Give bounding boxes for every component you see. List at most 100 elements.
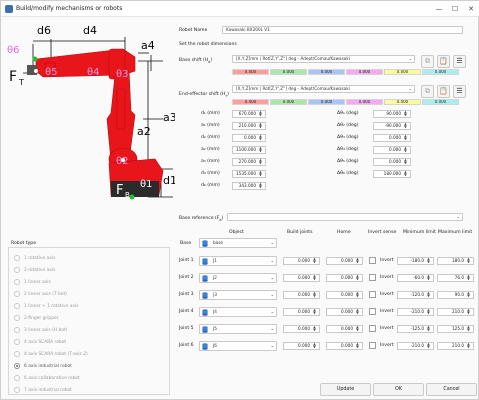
theta-input[interactable]: 0.000▲ ▼ — [373, 158, 411, 166]
build-joint-input[interactable]: 0.000▲ ▼ — [283, 342, 320, 350]
spin-arrows-icon[interactable]: ▲ ▼ — [259, 158, 262, 165]
minimize-icon[interactable]: — — [435, 5, 443, 13]
base-shift-cell[interactable]: 0.000 — [308, 69, 345, 75]
build-joint-input[interactable]: 0.000▲ ▼ — [283, 291, 320, 299]
invert-checkbox[interactable] — [369, 342, 376, 349]
effector-shift-cell[interactable]: 0.000 — [270, 99, 307, 105]
spin-arrows-icon[interactable]: ▲ ▼ — [467, 342, 470, 349]
menu-icon[interactable]: ☰ — [453, 55, 466, 68]
theta-input[interactable]: -90.000▲ ▼ — [373, 122, 411, 130]
invert-checkbox[interactable] — [369, 291, 376, 298]
theta-input[interactable]: 0.000▲ ▼ — [373, 134, 411, 142]
spin-arrows-icon[interactable]: ▲ ▼ — [427, 325, 430, 332]
robot-type-radio[interactable] — [14, 303, 20, 309]
spin-arrows-icon[interactable]: ▲ ▼ — [313, 257, 316, 264]
dimension-input[interactable]: 343.000▲ ▼ — [232, 182, 266, 190]
home-input[interactable]: 0.000▲ ▼ — [326, 325, 363, 333]
dimension-input[interactable]: 1100.000▲ ▼ — [232, 146, 266, 154]
spin-arrows-icon[interactable]: ▲ ▼ — [404, 110, 407, 117]
invert-checkbox[interactable] — [369, 274, 376, 281]
update-button[interactable]: Update — [320, 383, 371, 396]
dimension-input[interactable]: 670.000▲ ▼ — [232, 110, 266, 118]
copy-icon[interactable]: ⧉ — [421, 55, 434, 68]
paste-icon[interactable]: 📋 — [437, 85, 450, 98]
robot-type-radio[interactable] — [14, 279, 20, 285]
spin-arrows-icon[interactable]: ▲ ▼ — [467, 257, 470, 264]
invert-checkbox[interactable] — [369, 257, 376, 264]
theta-input[interactable]: 180.000▲ ▼ — [373, 170, 411, 178]
minimum-limit-input[interactable]: -180.0▲ ▼ — [397, 257, 434, 265]
joint-object-select[interactable]: J3⌄ — [199, 290, 277, 300]
maximize-icon[interactable]: ☐ — [451, 5, 459, 13]
effector-shift-mode-select[interactable]: [X,Y,Z]mm | Rot[Z,Y',Z''] deg - Adept/Co… — [232, 85, 415, 93]
robot-type-radio[interactable] — [14, 339, 20, 345]
spin-arrows-icon[interactable]: ▲ ▼ — [427, 257, 430, 264]
effector-shift-cell[interactable]: 0.000 — [384, 99, 421, 105]
dimension-input[interactable]: 1535.000▲ ▼ — [232, 170, 266, 178]
robot-type-radio[interactable] — [14, 387, 20, 393]
maximum-limit-input[interactable]: 76.0▲ ▼ — [437, 274, 474, 282]
robot-type-radio[interactable] — [14, 267, 20, 273]
spin-arrows-icon[interactable]: ▲ ▼ — [259, 146, 262, 153]
theta-input[interactable]: 0.000▲ ▼ — [373, 146, 411, 154]
paste-icon[interactable]: 📋 — [437, 55, 450, 68]
home-input[interactable]: 0.000▲ ▼ — [326, 308, 363, 316]
spin-arrows-icon[interactable]: ▲ ▼ — [313, 325, 316, 332]
spin-arrows-icon[interactable]: ▲ ▼ — [356, 325, 359, 332]
menu-icon[interactable]: ☰ — [453, 85, 466, 98]
robot-type-radio[interactable] — [14, 291, 20, 297]
invert-checkbox[interactable] — [369, 325, 376, 332]
base-shift-cell[interactable]: 0.000 — [384, 69, 421, 75]
home-input[interactable]: 0.000▲ ▼ — [326, 274, 363, 282]
effector-shift-cell[interactable]: 0.000 — [346, 99, 383, 105]
dimension-input[interactable]: 210.000▲ ▼ — [232, 122, 266, 130]
ok-button[interactable]: OK — [373, 383, 424, 396]
invert-checkbox[interactable] — [369, 308, 376, 315]
joint-object-select[interactable]: J4⌄ — [199, 307, 277, 317]
spin-arrows-icon[interactable]: ▲ ▼ — [427, 274, 430, 281]
spin-arrows-icon[interactable]: ▲ ▼ — [259, 134, 262, 141]
robot-name-input[interactable]: Kawasaki BX200L V1 — [222, 26, 463, 34]
joint-object-select[interactable]: J5⌄ — [199, 324, 277, 334]
base-shift-cell[interactable]: 0.000 — [270, 69, 307, 75]
robot-type-radio[interactable] — [14, 375, 20, 381]
dimension-input[interactable]: 0.000▲ ▼ — [232, 134, 266, 142]
build-joint-input[interactable]: 0.000▲ ▼ — [283, 274, 320, 282]
spin-arrows-icon[interactable]: ▲ ▼ — [259, 110, 262, 117]
build-joint-input[interactable]: 0.000▲ ▼ — [283, 308, 320, 316]
robot-type-radio[interactable] — [14, 255, 20, 261]
home-input[interactable]: 0.000▲ ▼ — [326, 257, 363, 265]
joint-object-select[interactable]: J6⌄ — [199, 341, 277, 351]
home-input[interactable]: 0.000▲ ▼ — [326, 291, 363, 299]
spin-arrows-icon[interactable]: ▲ ▼ — [404, 122, 407, 129]
spin-arrows-icon[interactable]: ▲ ▼ — [467, 325, 470, 332]
maximum-limit-input[interactable]: 90.0▲ ▼ — [437, 291, 474, 299]
effector-shift-cell[interactable]: 0.000 — [232, 99, 269, 105]
maximum-limit-input[interactable]: 125.0▲ ▼ — [437, 325, 474, 333]
build-joint-input[interactable]: 0.000▲ ▼ — [283, 257, 320, 265]
effector-shift-cell[interactable]: 0.000 — [308, 99, 345, 105]
spin-arrows-icon[interactable]: ▲ ▼ — [427, 308, 430, 315]
robot-type-radio[interactable] — [14, 327, 20, 333]
spin-arrows-icon[interactable]: ▲ ▼ — [404, 158, 407, 165]
spin-arrows-icon[interactable]: ▲ ▼ — [356, 257, 359, 264]
spin-arrows-icon[interactable]: ▲ ▼ — [313, 308, 316, 315]
minimum-limit-input[interactable]: -210.0▲ ▼ — [397, 308, 434, 316]
minimum-limit-input[interactable]: -125.0▲ ▼ — [397, 325, 434, 333]
spin-arrows-icon[interactable]: ▲ ▼ — [427, 291, 430, 298]
spin-arrows-icon[interactable]: ▲ ▼ — [356, 308, 359, 315]
spin-arrows-icon[interactable]: ▲ ▼ — [259, 170, 262, 177]
spin-arrows-icon[interactable]: ▲ ▼ — [313, 274, 316, 281]
effector-shift-cell[interactable]: 0.000 — [422, 99, 459, 105]
spin-arrows-icon[interactable]: ▲ ▼ — [404, 134, 407, 141]
spin-arrows-icon[interactable]: ▲ ▼ — [259, 122, 262, 129]
joint-object-select[interactable]: J1⌄ — [199, 256, 277, 266]
base-reference-select[interactable]: ⌄ — [227, 213, 463, 221]
minimum-limit-input[interactable]: -210.0▲ ▼ — [397, 342, 434, 350]
spin-arrows-icon[interactable]: ▲ ▼ — [467, 291, 470, 298]
spin-arrows-icon[interactable]: ▲ ▼ — [467, 274, 470, 281]
theta-input[interactable]: 90.000▲ ▼ — [373, 110, 411, 118]
maximum-limit-input[interactable]: 180.0▲ ▼ — [437, 257, 474, 265]
spin-arrows-icon[interactable]: ▲ ▼ — [356, 274, 359, 281]
base-shift-cell[interactable]: 0.000 — [346, 69, 383, 75]
